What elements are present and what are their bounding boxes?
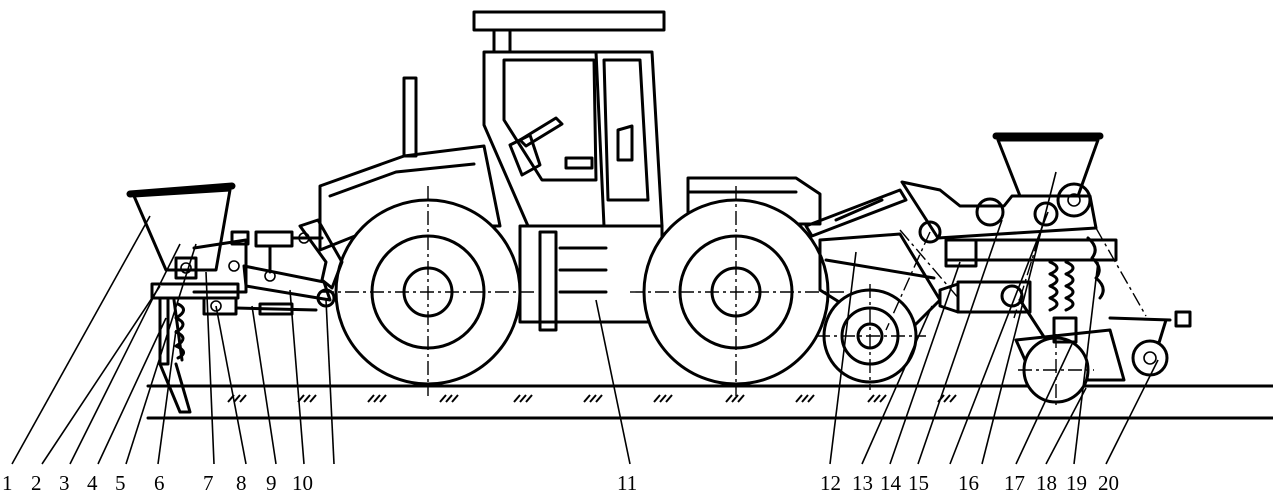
label-9: 9	[266, 471, 277, 495]
label-7: 7	[203, 471, 214, 495]
label-14: 14	[880, 471, 902, 495]
label-16: 16	[958, 471, 979, 495]
label-5: 5	[115, 471, 126, 495]
label-2: 2	[31, 471, 42, 495]
labels: 1 2 3 4 5 6 7 8 9 10 11 12 13 14 15 16 1…	[2, 471, 1119, 495]
label-13: 13	[852, 471, 873, 495]
label-6: 6	[154, 471, 165, 495]
label-15: 15	[908, 471, 929, 495]
front-wheel	[320, 186, 536, 396]
label-18: 18	[1036, 471, 1057, 495]
label-4: 4	[87, 471, 98, 495]
label-19: 19	[1066, 471, 1087, 495]
rear-implement	[804, 132, 1192, 406]
ground	[146, 384, 1273, 420]
tractor-body	[318, 10, 822, 332]
leader-lines	[11, 171, 1159, 465]
label-20: 20	[1098, 471, 1119, 495]
front-implement	[126, 182, 344, 414]
label-1: 1	[2, 471, 13, 495]
label-8: 8	[236, 471, 247, 495]
label-10: 10	[292, 471, 313, 495]
rear-wheel	[630, 186, 844, 396]
label-12: 12	[820, 471, 841, 495]
label-17: 17	[1004, 471, 1025, 495]
label-3: 3	[59, 471, 70, 495]
label-11: 11	[617, 471, 637, 495]
